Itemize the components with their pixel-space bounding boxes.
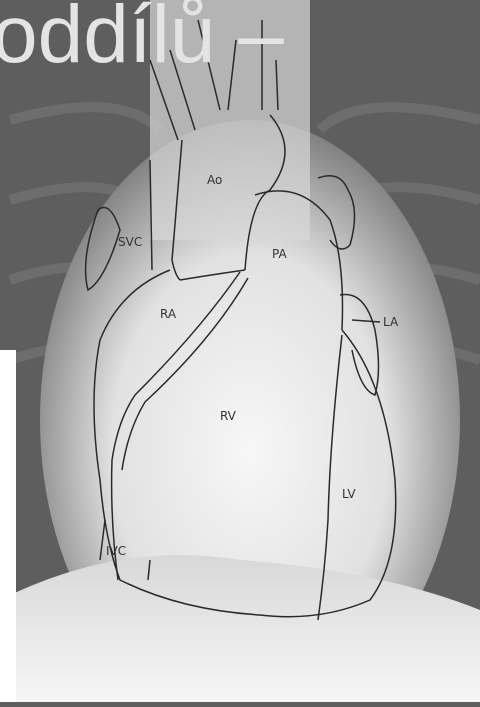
label-ivc: IVC (106, 544, 126, 558)
label-svc: SVC (118, 235, 142, 249)
overlay-heading: oddílů – (0, 0, 284, 76)
left-panel (0, 350, 16, 702)
label-ao: Ao (207, 173, 222, 187)
label-ra: RA (160, 307, 177, 321)
label-la: LA (383, 315, 399, 329)
label-lv: LV (342, 487, 356, 501)
label-rv: RV (220, 409, 237, 423)
label-pa: PA (272, 247, 287, 261)
